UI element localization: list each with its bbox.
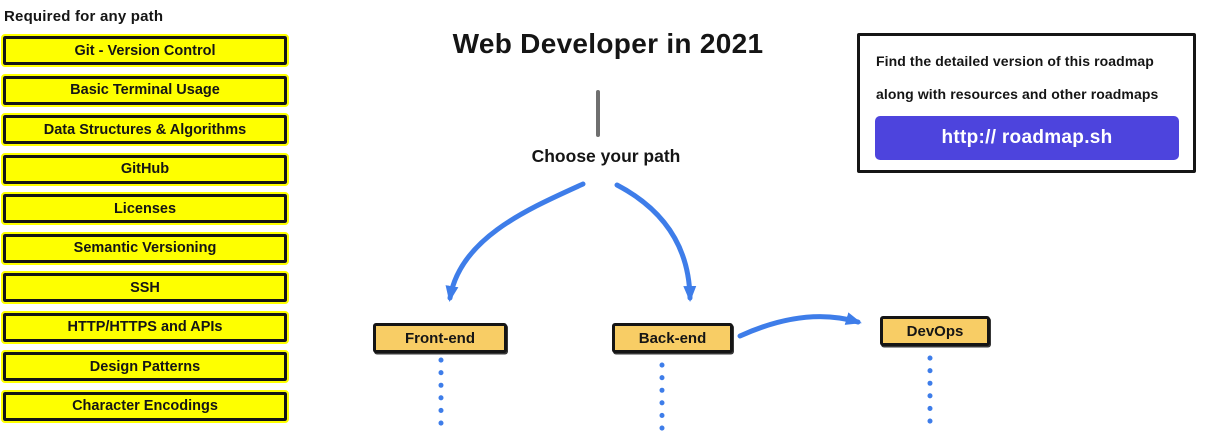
topic-label: Data Structures & Algorithms [43,121,247,138]
info-text-line1: Find the detailed version of this roadma… [876,53,1154,69]
topic-label: HTTP/HTTPS and APIs [67,319,223,335]
topic-label: Semantic Versioning [73,240,217,256]
topic-label: Licenses [113,200,177,217]
topic-box[interactable]: HTTP/HTTPS and APIs [1,310,289,344]
node-frontend[interactable]: Front-end [373,323,507,353]
topic-label: Design Patterns [89,358,201,375]
topic-box[interactable]: Data Structures & Algorithms [1,113,289,146]
arrow-backend-to-devops [737,312,862,339]
topic-box[interactable]: GitHub [1,152,289,186]
node-backend[interactable]: Back-end [612,323,733,353]
node-devops[interactable]: DevOps [880,316,990,346]
arrow-to-frontend [445,181,586,302]
node-backend-label: Back-end [638,329,707,347]
stem-line [596,90,600,137]
node-devops-label: DevOps [906,322,964,340]
info-text-line2: along with resources and other roadmaps [876,86,1159,102]
topic-label: Git - Version Control [74,42,216,59]
topic-box[interactable]: Design Patterns [1,350,289,383]
topic-box[interactable]: Basic Terminal Usage [1,73,289,107]
roadmap-info-box: Find the detailed version of this roadma… [857,33,1196,173]
topic-label: Character Encodings [72,398,218,414]
topic-label: SSH [130,279,160,296]
topic-box[interactable]: SSH [1,271,289,304]
sidebar-heading: Required for any path [4,8,164,25]
node-frontend-label: Front-end [405,329,475,347]
choose-path-label: Choose your path [531,146,681,166]
arrow-to-backend [614,182,697,302]
topic-box[interactable]: Character Encodings [1,389,289,423]
topic-label: GitHub [120,161,170,177]
topic-box[interactable]: Semantic Versioning [1,231,289,265]
required-topics-sidebar: Required for any path Git - Version Cont… [1,8,289,431]
topic-box[interactable]: Git - Version Control [1,34,289,67]
topic-box[interactable]: Licenses [1,192,289,225]
roadmap-url-button[interactable]: http:// roadmap.sh [875,116,1179,160]
sidebar-topic-list: Git - Version Control Basic Terminal Usa… [1,34,289,423]
topic-label: Basic Terminal Usage [70,82,220,98]
page-title: Web Developer in 2021 [452,28,764,59]
